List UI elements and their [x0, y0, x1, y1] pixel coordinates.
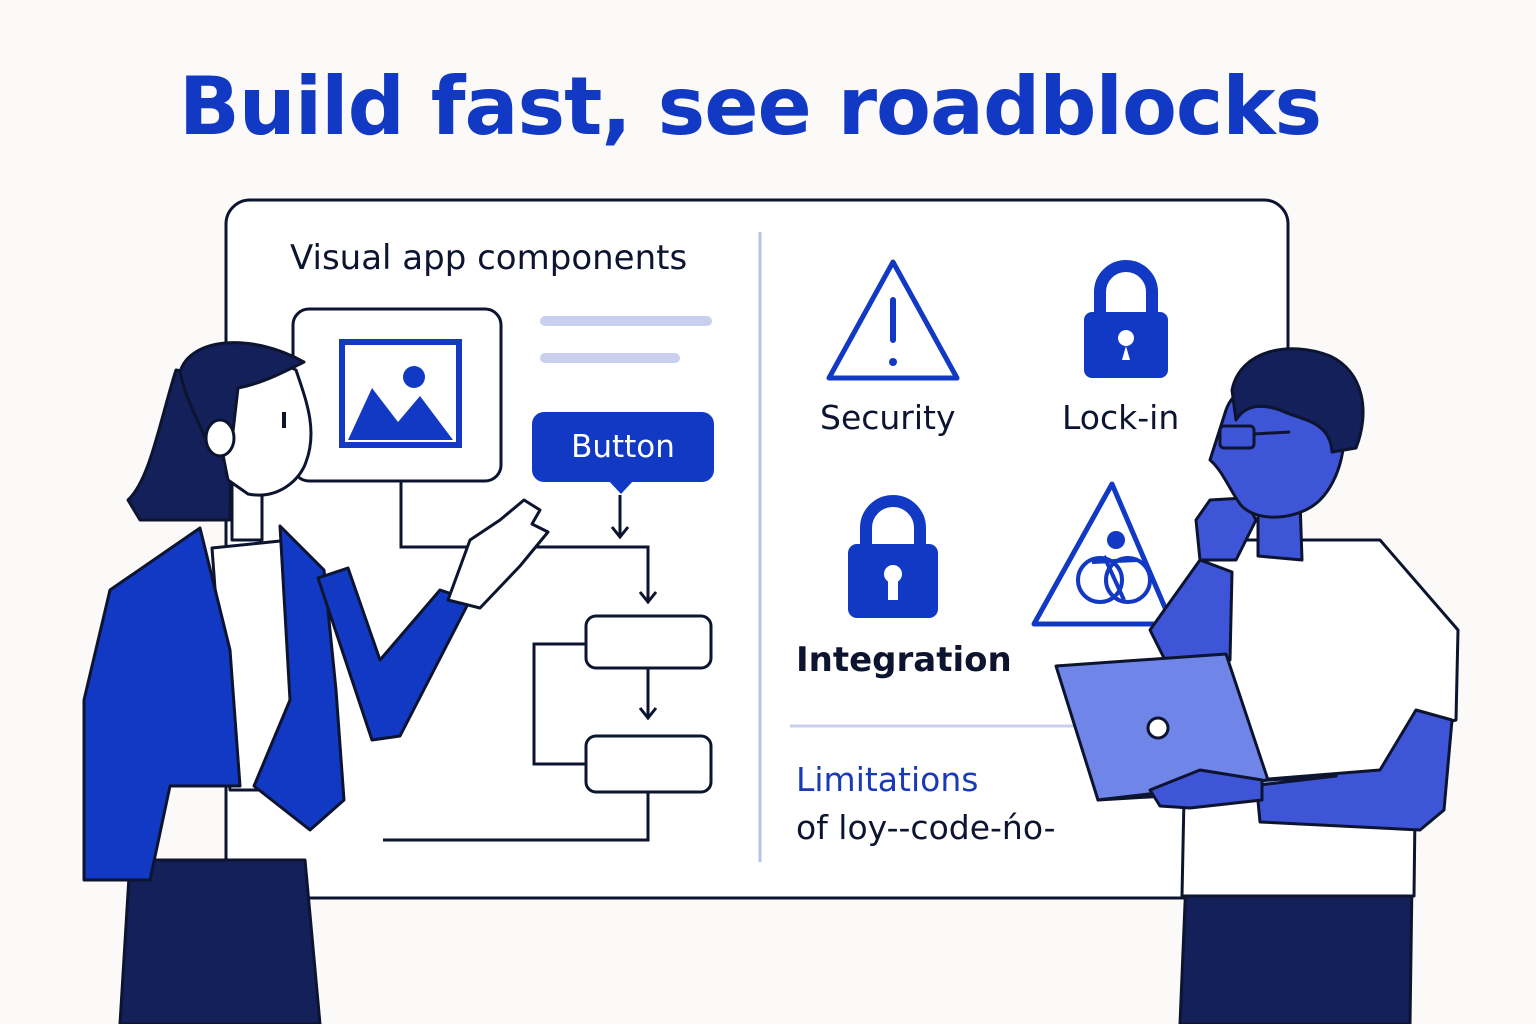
flow-box — [584, 614, 713, 670]
flow-box — [584, 734, 713, 794]
page-title: Build fast, see roadblocks — [178, 60, 1322, 153]
warning-triangle-icon — [826, 259, 960, 381]
limitations-subtext: of loy--code-ńo- — [796, 808, 1056, 847]
limitations-heading: Limitations — [796, 760, 979, 799]
padlock-icon — [1084, 260, 1168, 378]
text-line-placeholder — [540, 316, 712, 326]
sample-button-label: Button — [571, 429, 675, 465]
hazard-sign-icon — [1031, 481, 1175, 627]
roadblock-integration-label: Integration — [796, 640, 1012, 680]
text-line-placeholder — [540, 353, 680, 363]
roadblock-security-label: Security — [820, 398, 956, 437]
man-thinking — [1054, 347, 1460, 1024]
button-shape — [532, 412, 714, 482]
woman-presenter — [82, 341, 550, 1024]
keyhole-padlock-icon — [848, 495, 938, 618]
button-pointer — [608, 480, 634, 494]
image-card — [291, 307, 503, 483]
components-title: Visual app components — [290, 238, 688, 278]
roadblock-lockin-label: Lock-in — [1062, 398, 1180, 437]
image-placeholder-icon — [339, 339, 462, 448]
